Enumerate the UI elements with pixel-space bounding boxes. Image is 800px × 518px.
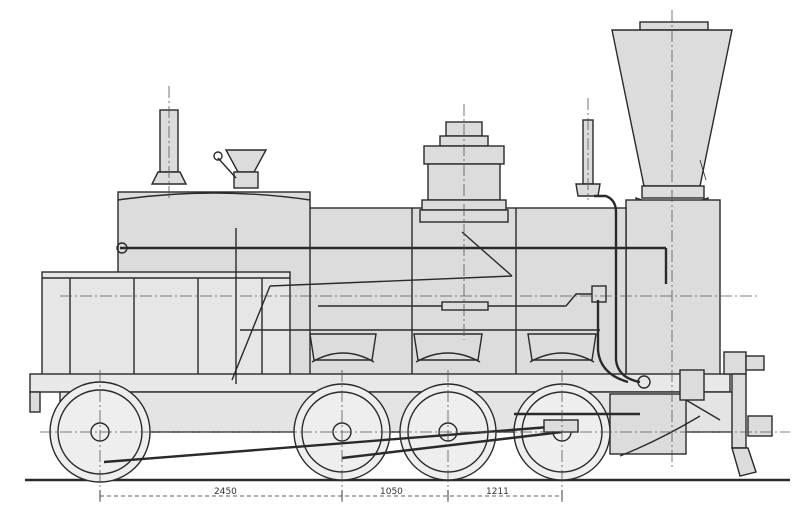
cylinder <box>609 369 721 457</box>
front-buffer <box>723 351 773 477</box>
handrails <box>116 228 668 384</box>
safety-valve <box>575 98 601 200</box>
steam-pipe-2 <box>596 300 629 384</box>
dimension-label-3: 1211 <box>486 487 509 497</box>
steam-pipe <box>594 194 641 384</box>
dimension-label-1: 2450 <box>214 487 237 497</box>
springs <box>309 333 597 363</box>
smokebox <box>625 199 721 377</box>
dimension-label-2: 1050 <box>380 487 403 497</box>
rear-buffer <box>29 391 41 413</box>
center-lines <box>40 10 790 500</box>
chimney <box>611 21 733 207</box>
dimension-line: 2450 1050 1211 <box>99 487 563 502</box>
lubricator <box>213 149 268 189</box>
cab-whistle <box>150 86 188 200</box>
water-tank <box>41 271 291 377</box>
